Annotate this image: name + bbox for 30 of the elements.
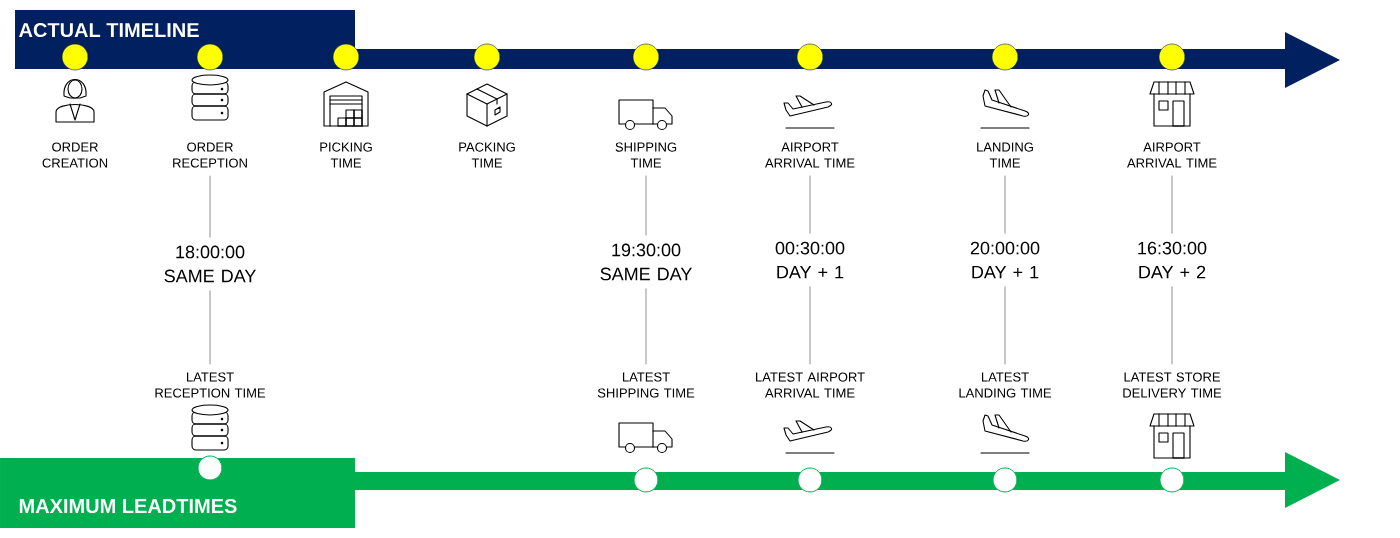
- milestone-label: ORDER RECEPTION: [173, 142, 247, 168]
- milestone-label: AIRPORT ARRIVAL TIME: [765, 142, 855, 168]
- milestone-label: LANDING TIME: [977, 142, 1033, 168]
- connector-line: [1171, 286, 1173, 365]
- time-label: 19:30:00 SAME DAY: [600, 243, 692, 281]
- connector-line: [645, 288, 647, 365]
- connector-line: [809, 175, 811, 234]
- milestone-label: PICKING TIME: [320, 142, 372, 168]
- time-label: 00:30:00 DAY + 1: [775, 241, 845, 279]
- milestone-label: SHIPPING TIME: [615, 142, 677, 168]
- milestone-label: ORDER CREATION: [42, 142, 108, 168]
- milestone-label: PACKING TIME: [459, 142, 515, 168]
- time-label: 20:00:00 DAY + 1: [970, 241, 1040, 279]
- connector-line: [209, 290, 211, 365]
- band-label: MAXIMUM LEADTIMES: [0, 458, 355, 528]
- band-label: ACTUAL TIMELINE: [15, 10, 355, 68]
- connector-line: [645, 175, 647, 236]
- milestone-label: LATEST RECEPTION TIME: [155, 372, 266, 398]
- milestone-label: LATEST AIRPORT ARRIVAL TIME: [756, 372, 865, 398]
- connector-line: [809, 286, 811, 365]
- milestone-label: LATEST LANDING TIME: [959, 372, 1051, 398]
- connector-line: [1004, 175, 1006, 234]
- connector-line: [1171, 175, 1173, 234]
- milestone-label: LATEST SHIPPING TIME: [597, 372, 695, 398]
- connector-line: [209, 175, 211, 238]
- milestone-label: LATEST STORE DELIVERY TIME: [1123, 372, 1222, 398]
- time-label: 16:30:00 DAY + 2: [1138, 241, 1207, 279]
- milestone-label: AIRPORT ARRIVAL TIME: [1127, 142, 1217, 168]
- time-label: 18:00:00 SAME DAY: [164, 245, 256, 283]
- connector-line: [1004, 286, 1006, 365]
